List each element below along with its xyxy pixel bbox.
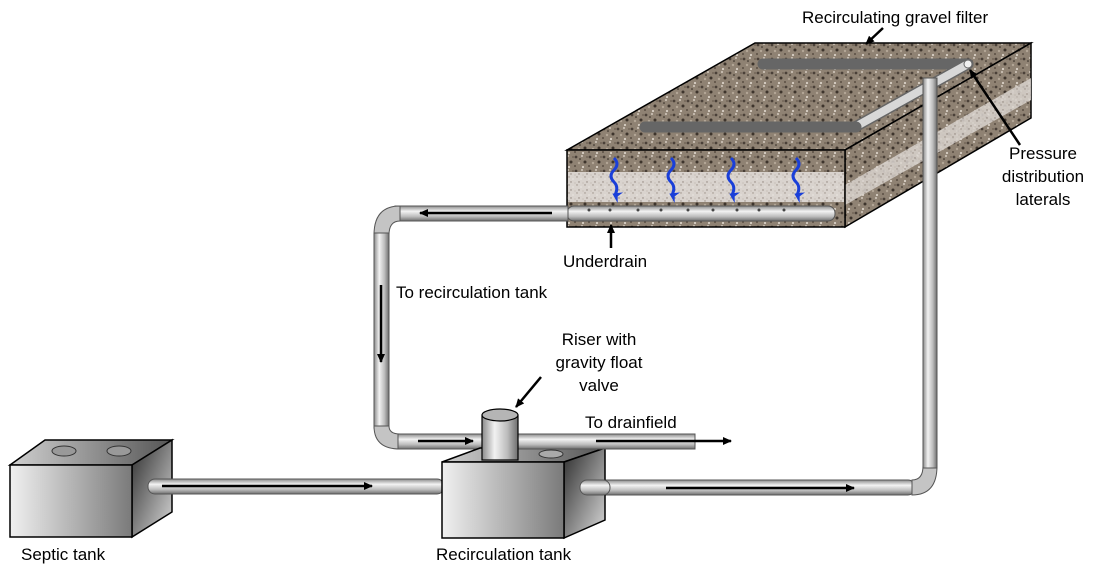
lateral-pipe-diagonal-fill	[851, 60, 972, 131]
septic-tank-lid	[51, 445, 77, 457]
label-septic-tank: Septic tank	[21, 545, 106, 564]
label-underdrain: Underdrain	[563, 252, 647, 271]
label-filter: Recirculating gravel filter	[802, 8, 988, 27]
return-pipe	[373, 205, 569, 450]
riser-top	[481, 408, 519, 422]
recirc-tank-lid	[538, 449, 564, 459]
return-pipe-elbow-top	[373, 205, 401, 236]
label-to-recirculation-tank: To recirculation tank	[396, 283, 548, 302]
lateral-pipe-end	[963, 59, 973, 69]
flow-arrows	[162, 209, 855, 492]
riser-with-float-valve	[481, 408, 519, 461]
recirc-outlet-stub	[579, 479, 611, 496]
filter-edge	[844, 42, 1032, 151]
percolation-arrow	[609, 156, 624, 204]
percolation-arrow	[726, 156, 741, 204]
underdrain-pipe	[566, 205, 836, 222]
pump-line-vertical	[922, 77, 938, 469]
label-riser-2: gravity float	[556, 353, 643, 372]
label-laterals-3: laterals	[1016, 190, 1071, 209]
septic-tank-front	[9, 464, 133, 538]
percolation-arrows	[609, 156, 806, 204]
label-riser-1: Riser with	[562, 330, 637, 349]
recirculating-gravel-filter	[564, 41, 1034, 229]
recirculation-tank	[441, 446, 606, 540]
laterals-leader	[968, 69, 1022, 146]
percolation-arrow	[791, 156, 806, 204]
label-riser-3: valve	[579, 376, 619, 395]
leader-arrows	[515, 27, 1022, 408]
septic-tank-lid	[106, 445, 132, 457]
label-laterals-2: distribution	[1002, 167, 1084, 186]
pump-line-elbow	[911, 465, 938, 496]
underdrain-perforations	[587, 208, 786, 212]
label-laterals-1: Pressure	[1009, 144, 1077, 163]
filter-sand-layer	[568, 172, 844, 202]
return-pipe-elbow-bottom	[373, 425, 401, 450]
recirc-tank-front	[441, 461, 565, 539]
filter-right-sand-band	[845, 78, 1031, 205]
riser-leader	[515, 376, 542, 408]
label-to-drainfield: To drainfield	[585, 413, 677, 432]
filter-leader	[865, 27, 884, 45]
percolation-arrow	[666, 156, 681, 204]
label-recirculation-tank: Recirculation tank	[436, 545, 572, 564]
riser-body	[481, 414, 519, 461]
